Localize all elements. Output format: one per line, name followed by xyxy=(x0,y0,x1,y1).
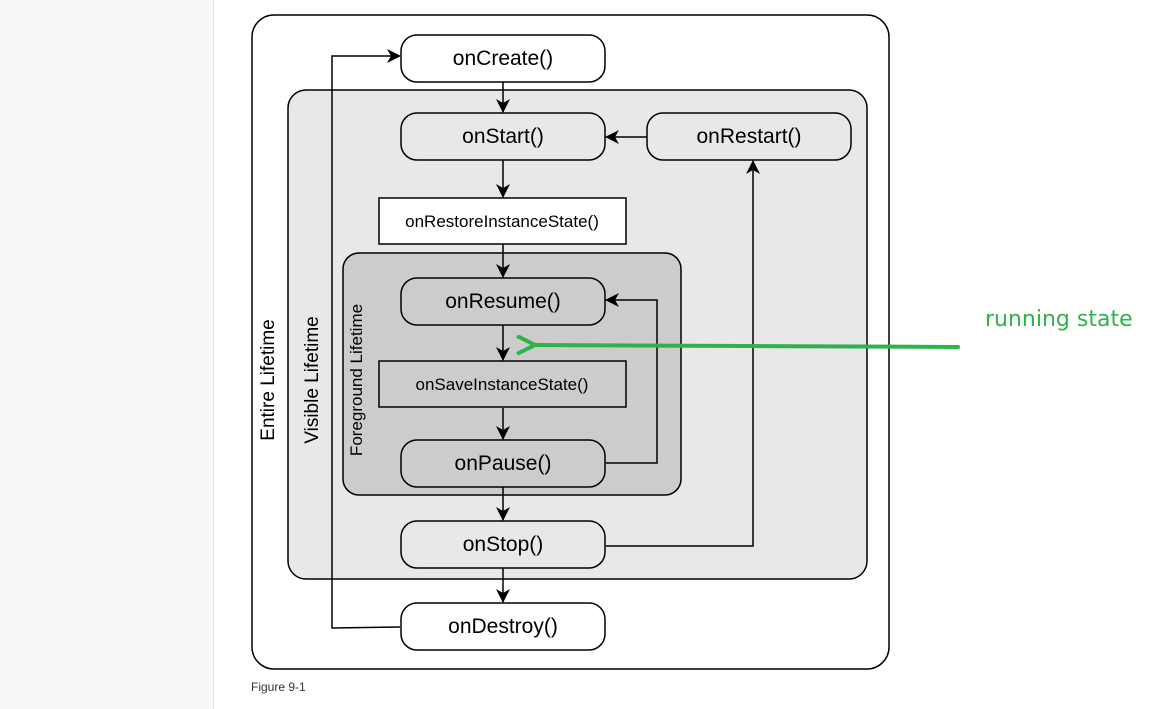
node-on-restart: onRestart() xyxy=(646,112,852,161)
node-on-start: onStart() xyxy=(400,112,606,161)
node-on-restore-instance-state: onRestoreInstanceState() xyxy=(378,197,627,245)
arrow-stop-to-restart xyxy=(606,160,760,547)
node-on-resume: onResume() xyxy=(400,277,606,326)
node-on-restore-instance-state-label: onRestoreInstanceState() xyxy=(405,212,599,231)
entire-lifetime-label: Entire Lifetime xyxy=(258,319,279,440)
visible-lifetime-label: Visible Lifetime xyxy=(302,316,323,443)
node-on-stop: onStop() xyxy=(400,520,606,569)
arrow-pause-to-resume xyxy=(605,293,658,464)
node-on-restart-label: onRestart() xyxy=(696,125,801,148)
arrow-destroy-to-create xyxy=(331,49,401,629)
left-gutter xyxy=(0,0,213,709)
node-on-create-label: onCreate() xyxy=(453,47,553,70)
running-state-arrow xyxy=(535,345,960,347)
node-on-save-instance-state: onSaveInstanceState() xyxy=(378,360,627,408)
node-on-destroy-label: onDestroy() xyxy=(448,615,558,638)
node-on-stop-label: onStop() xyxy=(463,533,544,556)
page-edge xyxy=(213,0,238,709)
node-on-destroy: onDestroy() xyxy=(400,602,606,651)
foreground-lifetime-label: Foreground Lifetime xyxy=(347,304,366,456)
node-on-resume-label: onResume() xyxy=(445,290,561,313)
node-on-create: onCreate() xyxy=(400,34,606,83)
node-on-pause-label: onPause() xyxy=(455,452,552,475)
figure-caption: Figure 9-1 xyxy=(251,680,306,694)
node-on-start-label: onStart() xyxy=(462,125,544,148)
running-state-annotation: running state xyxy=(985,307,1133,332)
node-on-pause: onPause() xyxy=(400,439,606,488)
node-on-save-instance-state-label: onSaveInstanceState() xyxy=(416,375,589,394)
